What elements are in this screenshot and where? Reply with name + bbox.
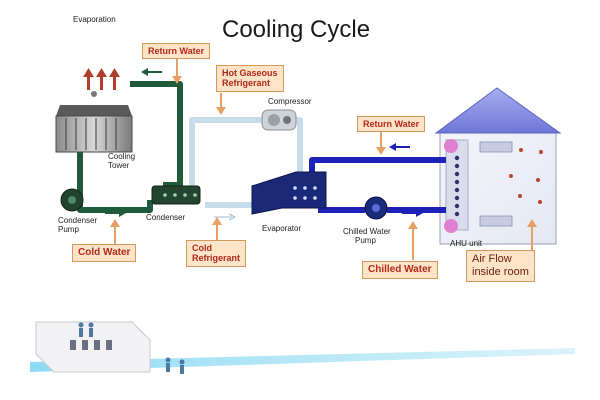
supply-duct-bottom: [479, 215, 513, 227]
return-water-right-callout: Return Water: [357, 116, 426, 133]
return-water-callout: Return Water: [142, 43, 211, 60]
cooling-tower: [55, 91, 133, 153]
tower-top: [56, 105, 132, 116]
ahu-fan-bottom: [444, 219, 458, 233]
cold-refrigerant-callout-line1: Cold: [192, 243, 212, 253]
return-water-pipe: [130, 81, 183, 188]
air-flow-callout-line1: Air Flow: [472, 253, 512, 265]
compressor-label: Compressor: [268, 97, 312, 106]
arrow-chilled-return-flow: [389, 143, 410, 151]
flow-arrows: [105, 68, 423, 221]
condenser-pump: [60, 188, 84, 212]
floor-machine-vents: [70, 340, 112, 350]
floor-machine: [35, 321, 151, 373]
arrow-return-water-flow: [141, 68, 162, 76]
hot-gaseous-callout-line2: Refrigerant: [222, 78, 271, 89]
condenser-pump-label-line1: Condenser: [58, 216, 98, 225]
ahu-unit-label: AHU unit: [450, 239, 483, 248]
chilled-water-pump-label-line1: Chilled Water: [343, 227, 391, 236]
tower-fins: [65, 118, 117, 150]
hot-gaseous-refrigerant-callout: Hot Gaseous Refrigerant: [216, 65, 284, 92]
diagram-title: Cooling Cycle: [222, 16, 371, 43]
air-flow-callout-line2: inside room: [472, 266, 529, 279]
tower-fan-hub: [91, 91, 97, 97]
ahu-fan-top: [444, 139, 458, 153]
cold-refrigerant-callout-line2: Refrigerant: [192, 253, 241, 264]
evaporator-label: Evaporator: [262, 224, 302, 233]
cold-water-callout: Cold Water: [72, 244, 137, 262]
condenser-unit: [151, 185, 201, 205]
hot-gas-pipe-up: [189, 117, 275, 190]
callout-pointers: [110, 59, 537, 260]
room-air-particles: [509, 148, 543, 204]
evaporation-label: Evaporation: [73, 15, 116, 24]
supply-duct-top: [479, 141, 513, 153]
ahu-coil: [445, 139, 469, 231]
supply-water-pipe: [77, 152, 153, 213]
chilled-return-pipe: [309, 157, 446, 185]
condenser-water-loop: [77, 81, 183, 213]
ahu-house: [434, 87, 562, 245]
evaporator: [251, 171, 327, 215]
house-roof: [434, 87, 562, 134]
condenser-pump-label: Condenser Pump: [58, 216, 98, 235]
cooling-tower-label-line2: Tower: [108, 160, 130, 170]
tower-body: [55, 115, 133, 153]
evaporation-arrows: [83, 68, 120, 90]
ahu-coil-dots: [454, 155, 460, 217]
condenser-pump-label-line2: Pump: [58, 224, 79, 234]
compressor: [261, 109, 297, 131]
floor-workers: [78, 322, 185, 374]
chilled-water-pump: [364, 196, 388, 220]
chilled-water-pump-label-line2: Pump: [355, 235, 376, 245]
cooling-tower-label-line1: Cooling: [108, 152, 136, 161]
condenser-label: Condenser: [146, 213, 186, 222]
cold-refrigerant-callout: Cold Refrigerant: [186, 240, 247, 267]
cooling-tower-label: Cooling Tower: [108, 152, 136, 171]
hot-gaseous-callout-line1: Hot Gaseous: [222, 68, 278, 78]
air-flow-callout: Air Flow inside room: [466, 250, 535, 283]
arrow-cold-water-flow: [105, 209, 126, 217]
chilled-water-callout: Chilled Water: [362, 261, 438, 279]
chilled-water-pump-label: Chilled Water Pump: [343, 227, 391, 246]
decorative-floor-graphic: [30, 321, 575, 374]
arrow-chilled-supply-flow: [402, 209, 423, 217]
